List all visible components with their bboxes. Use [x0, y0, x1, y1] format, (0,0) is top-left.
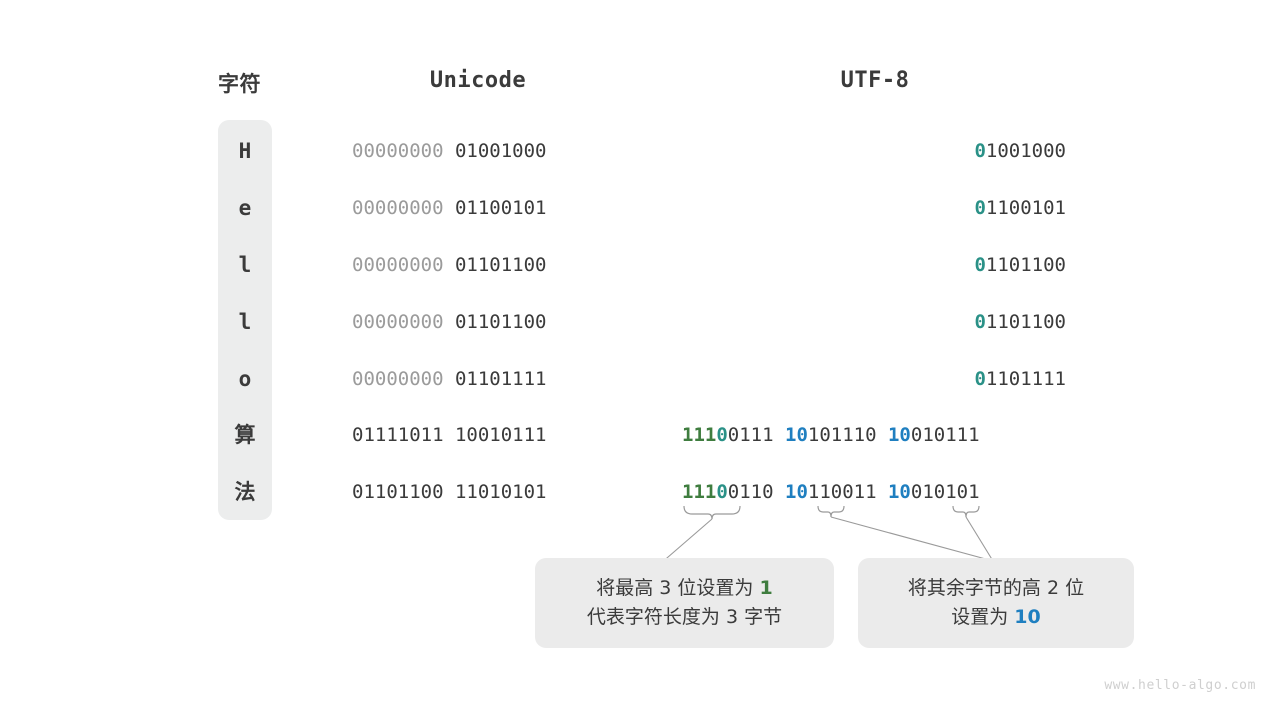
unicode-high-byte: 00000000 [352, 254, 444, 276]
column-header-unicode: Unicode [429, 68, 527, 93]
unicode-low-byte: 01001000 [454, 140, 547, 162]
character-glyph: 法 [234, 480, 256, 504]
utf8-payload-bits: 1101100 [985, 311, 1066, 333]
character-cell: 算 [218, 424, 272, 446]
unicode-high-byte: 00000000 [352, 311, 444, 333]
unicode-low-byte: 01101111 [454, 368, 547, 390]
utf8-marker-bits: 111 [682, 481, 717, 503]
utf8-cell: 11100110 10110011 10010101 [682, 481, 1066, 503]
utf8-marker-bits: 0 [974, 197, 986, 219]
site-watermark: www.hello-algo.com [1104, 678, 1256, 693]
utf8-payload-bits: 010111 [910, 424, 980, 446]
byte-separator [774, 481, 785, 503]
unicode-low-byte: 01101100 [454, 311, 547, 333]
byte-separator [444, 311, 455, 333]
utf8-marker-bits: 0 [974, 140, 986, 162]
utf8-payload-bits: 101110 [807, 424, 877, 446]
character-glyph: e [238, 196, 252, 220]
unicode-cell: 01111011 10010111 [352, 424, 608, 446]
byte-separator [877, 424, 888, 446]
utf8-cell: 01101100 [974, 254, 1066, 276]
utf8-payload-bits: 1100101 [985, 197, 1066, 219]
utf8-payload-bits: 1001000 [985, 140, 1066, 162]
character-glyph: 算 [234, 423, 256, 447]
character-cell: l [218, 311, 272, 333]
utf8-cell: 01001000 [974, 140, 1066, 162]
utf8-cell: 01100101 [974, 197, 1066, 219]
character-glyph: H [238, 139, 252, 163]
unicode-cell: 00000000 01001000 [352, 140, 608, 162]
utf8-payload-bits: 1101111 [985, 368, 1066, 390]
character-glyph: o [238, 367, 252, 391]
callout-continuation-bytes: 将其余字节的高 2 位 设置为 10 [858, 558, 1134, 648]
column-header-character: 字符 [218, 72, 261, 96]
callout-right-line-1: 将其余字节的高 2 位 [907, 577, 1085, 599]
column-header-utf8: UTF-8 [840, 68, 910, 93]
callout-first-byte: 将最高 3 位设置为 1 代表字符长度为 3 字节 [535, 558, 834, 648]
character-glyph: l [238, 310, 252, 334]
unicode-high-byte: 00000000 [352, 140, 444, 162]
character-cell: e [218, 197, 272, 219]
callout-right-line-2: 设置为 10 [951, 603, 1041, 632]
unicode-cell: 00000000 01100101 [352, 197, 608, 219]
utf8-cell: 01101100 [974, 311, 1066, 333]
callout-right-line-2-text: 设置为 [951, 606, 1015, 628]
byte-separator [444, 424, 455, 446]
unicode-cell: 00000000 01101100 [352, 311, 608, 333]
character-glyph: l [238, 253, 252, 277]
character-cell: o [218, 368, 272, 390]
leader-line-right-callout-a [830, 516, 994, 562]
utf8-cell: 11100111 10101110 10010111 [682, 424, 1066, 446]
utf8-payload-bits: 0111 [727, 424, 774, 446]
unicode-cell: 00000000 01101111 [352, 368, 608, 390]
utf8-marker-bits: 0 [974, 368, 986, 390]
brace-continuation-byte-1 [817, 505, 845, 518]
callout-right-highlight: 10 [1014, 606, 1041, 628]
utf8-payload-bits: 110011 [807, 481, 877, 503]
byte-separator [444, 368, 455, 390]
utf8-marker-bits-secondary: 0 [716, 424, 728, 446]
brace-continuation-byte-2 [952, 505, 980, 518]
character-cell: 法 [218, 481, 272, 503]
byte-separator [444, 481, 455, 503]
unicode-high-byte: 01111011 [352, 424, 444, 446]
brace-first-byte [683, 505, 741, 520]
utf8-marker-bits: 0 [974, 311, 986, 333]
utf8-payload-bits: 0110 [727, 481, 774, 503]
unicode-low-byte: 11010101 [454, 481, 547, 503]
unicode-cell: 00000000 01101100 [352, 254, 608, 276]
utf8-marker-bits: 111 [682, 424, 717, 446]
utf8-marker-bits: 0 [974, 254, 986, 276]
unicode-low-byte: 01101100 [454, 254, 547, 276]
leader-line-right-callout-b [965, 516, 994, 562]
byte-separator [877, 481, 888, 503]
unicode-low-byte: 01100101 [454, 197, 547, 219]
character-column-panel [218, 120, 272, 520]
utf8-payload-bits: 1101100 [985, 254, 1066, 276]
byte-separator [444, 197, 455, 219]
character-cell: l [218, 254, 272, 276]
byte-separator [774, 424, 785, 446]
callout-left-line-1-text: 将最高 3 位设置为 [596, 577, 760, 599]
unicode-high-byte: 01101100 [352, 481, 444, 503]
byte-separator [444, 140, 455, 162]
character-cell: H [218, 140, 272, 162]
callout-left-line-2: 代表字符长度为 3 字节 [586, 606, 783, 628]
utf8-marker-bits-secondary: 0 [716, 481, 728, 503]
unicode-cell: 01101100 11010101 [352, 481, 608, 503]
utf8-marker-bits: 10 [887, 481, 911, 503]
unicode-high-byte: 00000000 [352, 368, 444, 390]
utf8-marker-bits: 10 [785, 424, 808, 446]
byte-separator [444, 254, 455, 276]
utf8-cell: 01101111 [974, 368, 1066, 390]
utf8-marker-bits: 10 [785, 481, 808, 503]
unicode-low-byte: 10010111 [454, 424, 547, 446]
callout-left-highlight: 1 [759, 577, 773, 599]
utf8-payload-bits: 010101 [910, 481, 980, 503]
utf8-marker-bits: 10 [887, 424, 911, 446]
unicode-high-byte: 00000000 [352, 197, 444, 219]
callout-left-line-1: 将最高 3 位设置为 1 [596, 574, 772, 603]
